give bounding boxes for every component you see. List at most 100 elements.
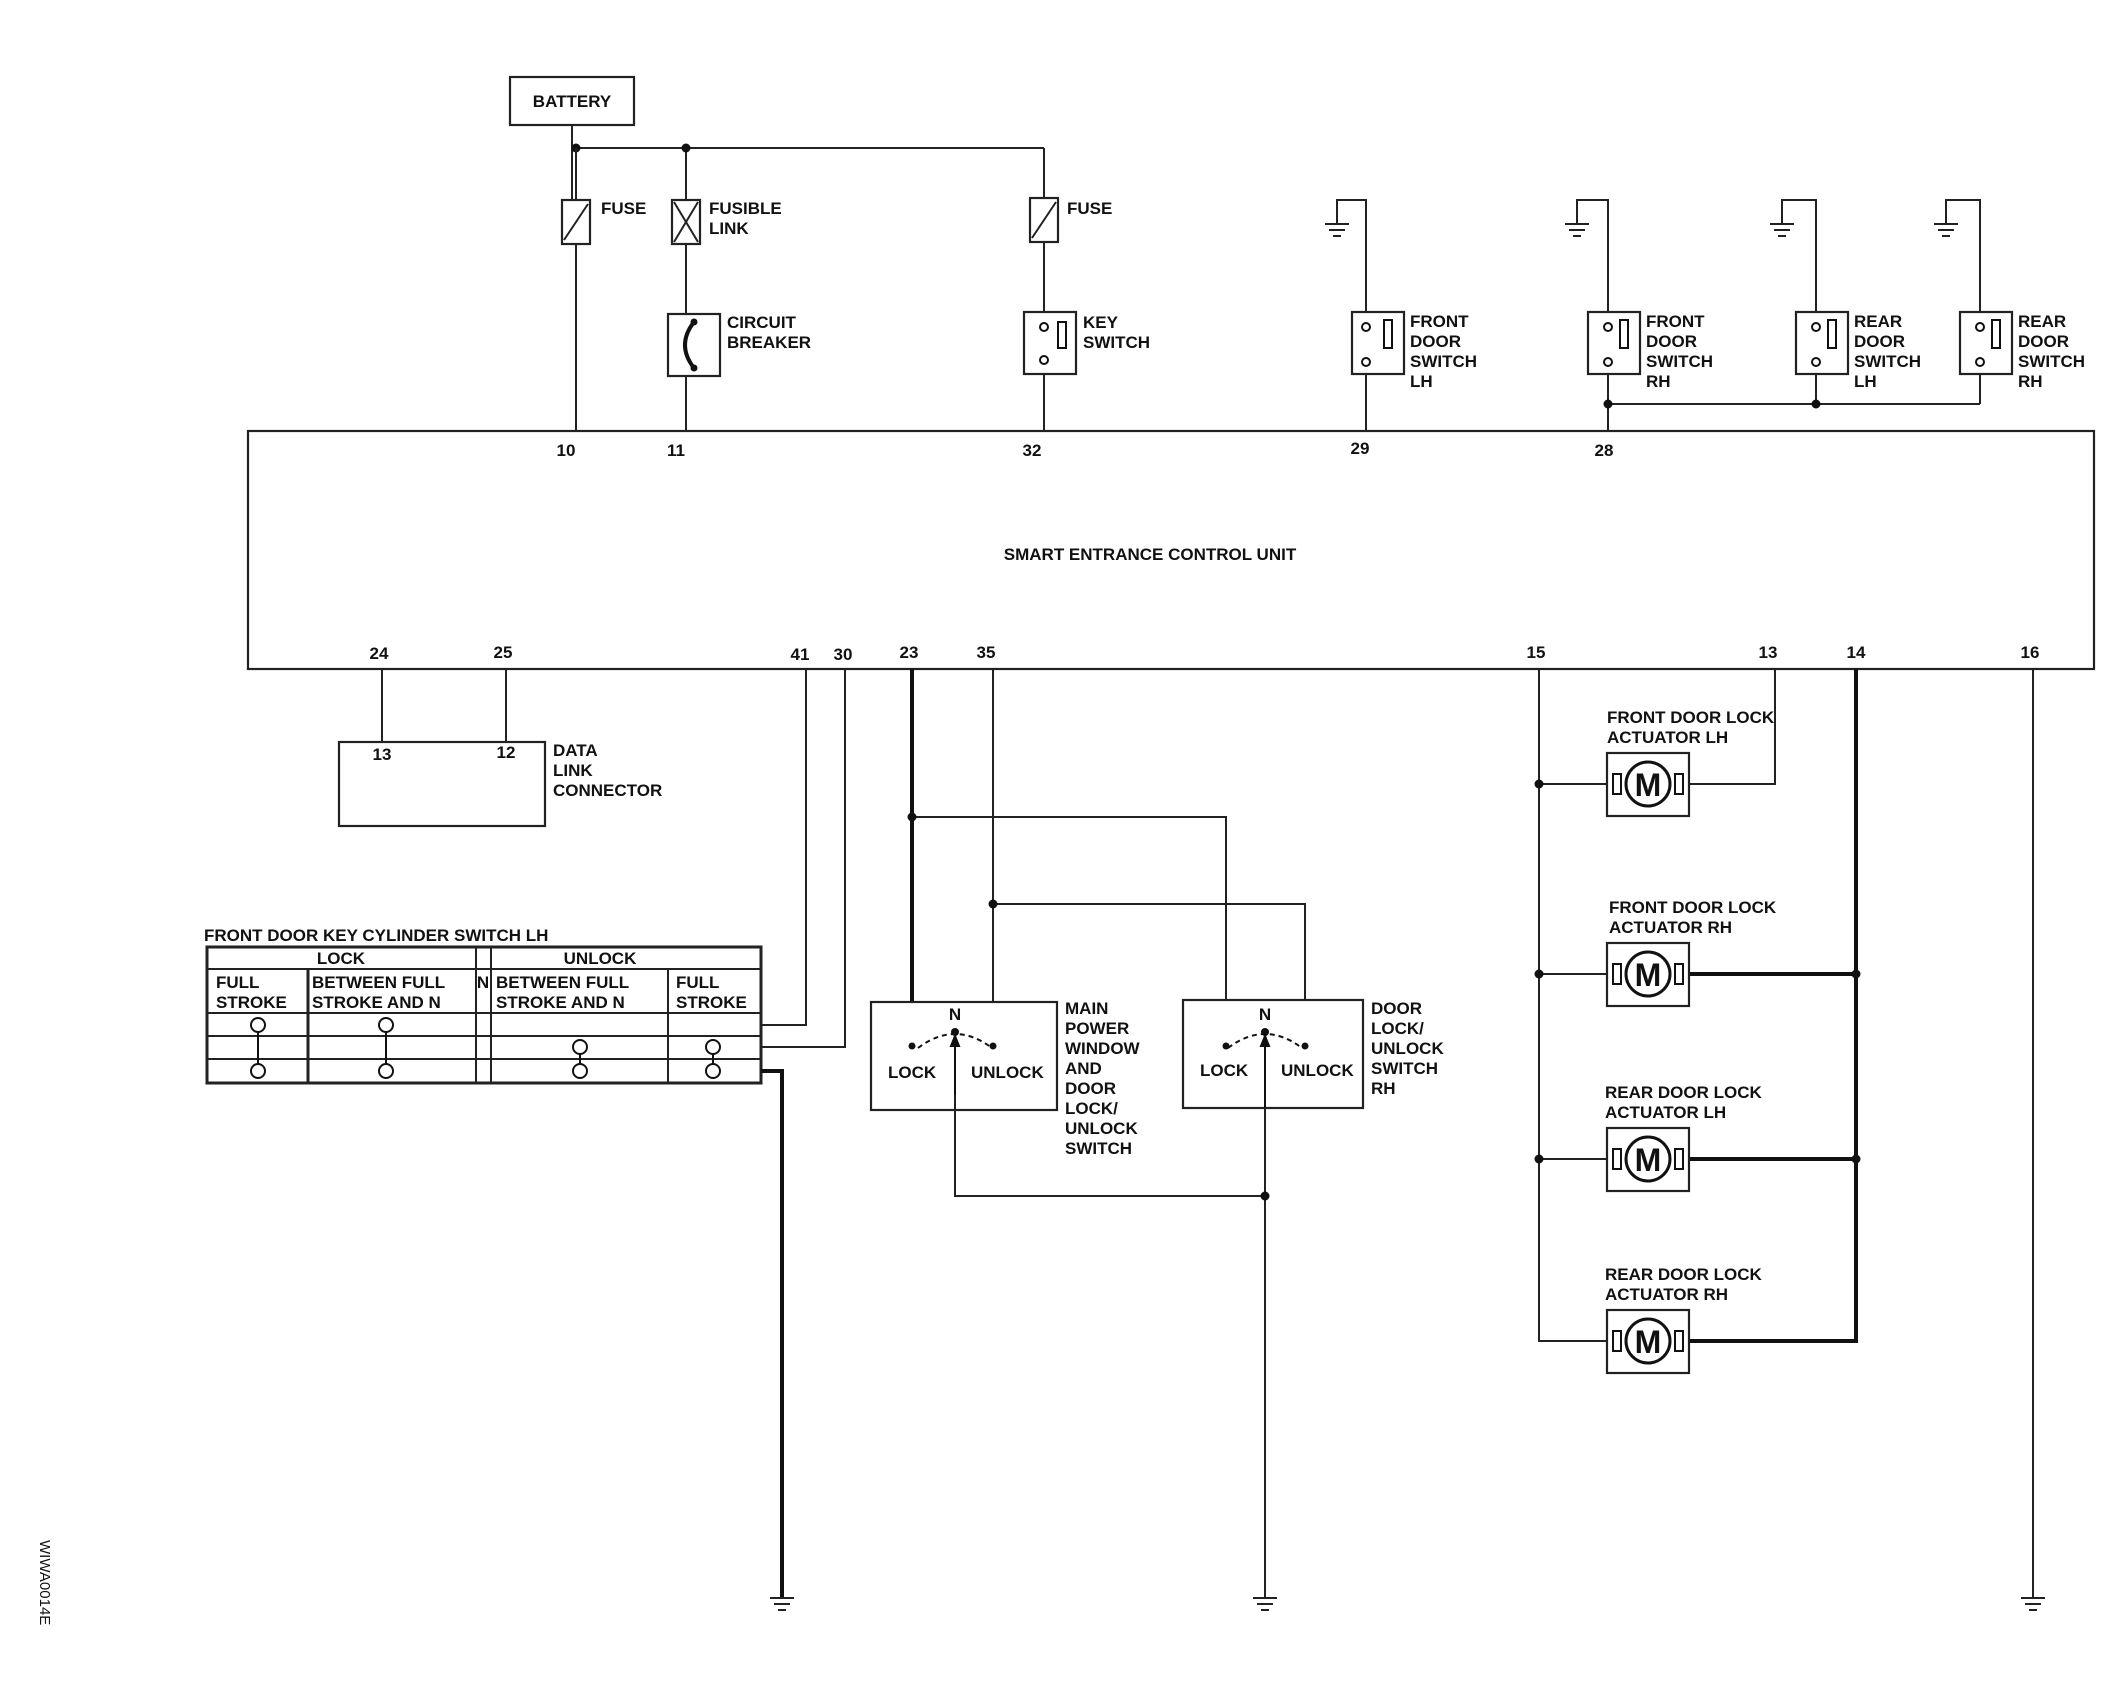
data-link-connector: 13 12 DATA LINK CONNECTOR: [337, 669, 662, 828]
main-switch-name-6: LOCK/: [1065, 1099, 1118, 1118]
pin-24: 24: [370, 644, 389, 663]
actuator-1-label-2: ACTUATOR LH: [1607, 728, 1728, 747]
battery-label: BATTERY: [533, 92, 612, 111]
pin-41: 41: [791, 645, 810, 664]
data-link-connector-label-3: CONNECTOR: [553, 781, 662, 800]
battery-bus-wire: [571, 125, 1045, 200]
front-door-switch-lh: FRONT DOOR SWITCH LH: [1325, 199, 1477, 431]
key-cylinder-n-header: N: [477, 973, 489, 992]
pin-11: 11: [667, 441, 685, 460]
lock-full-stroke-1: FULL: [216, 973, 259, 992]
pin-35: 35: [977, 643, 996, 662]
front-door-switch-rh-label-2: DOOR: [1646, 332, 1697, 351]
rh-switch-name-5: RH: [1371, 1079, 1396, 1098]
unlock-between-1: BETWEEN FULL: [496, 973, 629, 992]
pin-25: 25: [494, 643, 513, 662]
junction: [1851, 969, 1861, 979]
front-door-switch-lh-label-2: DOOR: [1410, 332, 1461, 351]
key-switch-label-1: KEY: [1083, 313, 1119, 332]
circuit-breaker-label-1: CIRCUIT: [727, 313, 797, 332]
motor-icon: M: [1635, 957, 1662, 993]
main-switch-name-5: DOOR: [1065, 1079, 1116, 1098]
rh-switch-name-2: LOCK/: [1371, 1019, 1424, 1038]
wire-pin-15-bus: [1538, 669, 1611, 1342]
rear-door-switch-rh: REAR DOOR SWITCH RH: [1934, 199, 2085, 391]
ground-icon: [770, 1597, 794, 1611]
ground-icon: [1934, 223, 1958, 237]
actuator-4-label-1: REAR DOOR LOCK: [1605, 1265, 1763, 1284]
key-cylinder-lock-header: LOCK: [317, 949, 366, 968]
rear-door-switch-rh-label-4: RH: [2018, 372, 2043, 391]
lock-full-stroke-2: STROKE: [216, 993, 287, 1012]
front-door-switch-lh-label-3: SWITCH: [1410, 352, 1477, 371]
main-switch-name-3: WINDOW: [1065, 1039, 1141, 1058]
rear-door-switch-rh-label-1: REAR: [2018, 312, 2066, 331]
unlock-full-stroke-2: STROKE: [676, 993, 747, 1012]
fuse-2: FUSE: [1028, 196, 1112, 312]
control-unit-label: SMART ENTRANCE CONTROL UNIT: [1004, 545, 1297, 564]
actuator-3-label-2: ACTUATOR LH: [1605, 1103, 1726, 1122]
key-cylinder-unlock-header: UNLOCK: [564, 949, 637, 968]
front-door-switch-rh-label-1: FRONT: [1646, 312, 1705, 331]
pin-29: 29: [1351, 439, 1370, 458]
rear-door-switch-lh-label-4: LH: [1854, 372, 1877, 391]
junction: [1811, 399, 1821, 409]
fusible-link-label-1: FUSIBLE: [709, 199, 782, 218]
smart-entrance-control-unit: SMART ENTRANCE CONTROL UNIT 10 11 32 29 …: [246, 429, 2096, 671]
junction: [1851, 1154, 1861, 1164]
main-switch-name-1: MAIN: [1065, 999, 1108, 1018]
main-switch-name-4: AND: [1065, 1059, 1102, 1078]
main-power-window-door-lock-switch: N LOCK UNLOCK MAIN POWER WINDOW AND DOOR…: [869, 999, 1141, 1158]
wire-pin-30: [761, 669, 846, 1048]
front-door-key-cylinder-switch-lh: FRONT DOOR KEY CYLINDER SWITCH LH LOCK U…: [204, 926, 763, 1085]
ground-icon: [1565, 223, 1589, 237]
main-switch-lock: LOCK: [888, 1063, 937, 1082]
data-link-connector-label-1: DATA: [553, 741, 598, 760]
pin-30: 30: [834, 645, 853, 664]
dlc-pin-13: 13: [373, 745, 392, 764]
rear-door-switch-lh-label-1: REAR: [1854, 312, 1902, 331]
rh-switch-name-1: DOOR: [1371, 999, 1422, 1018]
main-switch-name-2: POWER: [1065, 1019, 1129, 1038]
pin-32: 32: [1023, 441, 1042, 460]
front-door-switch-rh-label-4: RH: [1646, 372, 1671, 391]
junction: [1534, 779, 1544, 789]
pin-14: 14: [1847, 643, 1866, 662]
figure-id: WIWA0014E: [36, 1540, 53, 1625]
rear-door-switch-lh-label-2: DOOR: [1854, 332, 1905, 351]
wire-pin-13: [1690, 669, 1776, 785]
junction: [681, 143, 691, 153]
front-door-switch-lh-label-4: LH: [1410, 372, 1433, 391]
actuator-4-label-2: ACTUATOR RH: [1605, 1285, 1728, 1304]
dlc-pin-12: 12: [497, 743, 516, 762]
pin-15: 15: [1527, 643, 1546, 662]
main-switch-n: N: [949, 1005, 961, 1024]
lock-between-2: STROKE AND N: [312, 993, 441, 1012]
front-door-switch-lh-label-1: FRONT: [1410, 312, 1469, 331]
motor-icon: M: [1635, 1324, 1662, 1360]
ground-icon: [2021, 1597, 2045, 1611]
front-door-lock-actuator-lh: FRONT DOOR LOCK ACTUATOR LH M: [1605, 708, 1775, 818]
ground-icon: [1770, 223, 1794, 237]
rh-switch-lock: LOCK: [1200, 1061, 1249, 1080]
fuse-2-label: FUSE: [1067, 199, 1112, 218]
fusible-link-label-2: LINK: [709, 219, 749, 238]
wire-lock-crossover: [912, 816, 1227, 1040]
key-switch-label-2: SWITCH: [1083, 333, 1150, 352]
wire-pin-41: [761, 669, 807, 1026]
main-switch-name-7: UNLOCK: [1065, 1119, 1138, 1138]
key-cylinder-title: FRONT DOOR KEY CYLINDER SWITCH LH: [204, 926, 548, 945]
rh-switch-unlock: UNLOCK: [1281, 1061, 1354, 1080]
main-switch-name-8: SWITCH: [1065, 1139, 1132, 1158]
junction: [907, 812, 917, 822]
main-switch-unlock: UNLOCK: [971, 1063, 1044, 1082]
unlock-between-2: STROKE AND N: [496, 993, 625, 1012]
unlock-full-stroke-1: FULL: [676, 973, 719, 992]
junction: [1260, 1191, 1270, 1201]
junction: [1534, 1154, 1544, 1164]
front-door-lock-actuator-rh: FRONT DOOR LOCK ACTUATOR RH M: [1605, 898, 1777, 1008]
lock-between-1: BETWEEN FULL: [312, 973, 445, 992]
wire-unlock-crossover: [993, 903, 1306, 1040]
junction: [1603, 399, 1613, 409]
rear-door-switch-rh-label-2: DOOR: [2018, 332, 2069, 351]
